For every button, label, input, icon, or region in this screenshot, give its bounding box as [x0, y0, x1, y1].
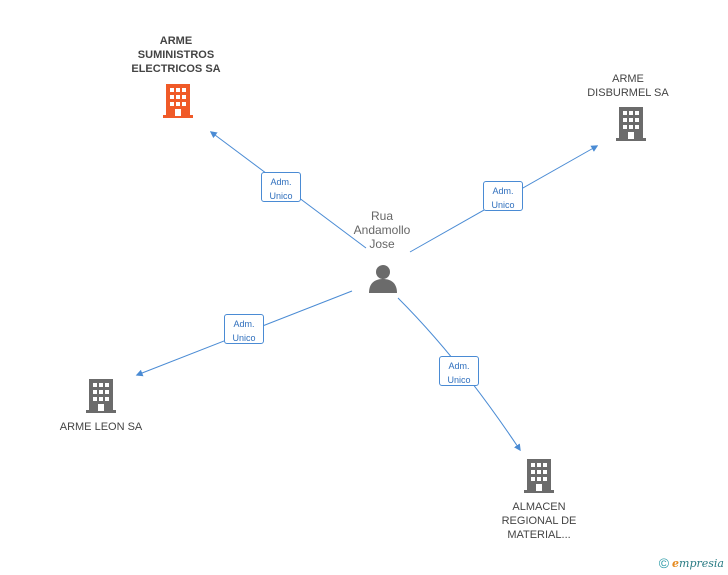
edge-role: Adm. — [233, 319, 255, 329]
building-icon[interactable] — [86, 379, 116, 418]
brand-logo-e: e — [672, 556, 680, 570]
edge-label-almacen-regional[interactable]: Adm. Unico — [439, 356, 479, 386]
edge-role-detail: Unico — [269, 191, 293, 201]
building-icon[interactable] — [524, 459, 554, 498]
person-icon[interactable] — [368, 263, 398, 298]
brand-logo: empresia — [672, 557, 724, 570]
company-label-arme-leon[interactable]: ARME LEON SA — [59, 421, 143, 433]
copyright-icon: © — [658, 555, 670, 571]
company-label-arme-suministros[interactable]: ARME SUMINISTROS ELECTRICOS SA — [131, 35, 221, 75]
edge-role-detail: Unico — [491, 200, 515, 210]
building-icon[interactable] — [616, 107, 646, 146]
company-label-arme-disburmel[interactable]: ARME DISBURMEL SA — [587, 73, 669, 99]
center-node-label: Rua Andamollo Jose — [353, 209, 411, 251]
edge-role: Adm. — [270, 177, 292, 187]
edge-label-arme-suministros[interactable]: Adm. Unico — [261, 172, 301, 202]
footer-brand: © empresia — [659, 555, 724, 571]
edge-label-arme-disburmel[interactable]: Adm. Unico — [483, 181, 523, 211]
edge-role: Adm. — [448, 361, 470, 371]
edge-role: Adm. — [492, 186, 514, 196]
edge-role-detail: Unico — [447, 375, 471, 385]
edge-role-detail: Unico — [232, 333, 256, 343]
building-icon[interactable] — [163, 84, 193, 123]
edge-label-arme-leon[interactable]: Adm. Unico — [224, 314, 264, 344]
brand-logo-text: mpresia — [679, 556, 724, 570]
company-label-almacen-regional[interactable]: ALMACEN REGIONAL DE MATERIAL... — [501, 501, 577, 541]
